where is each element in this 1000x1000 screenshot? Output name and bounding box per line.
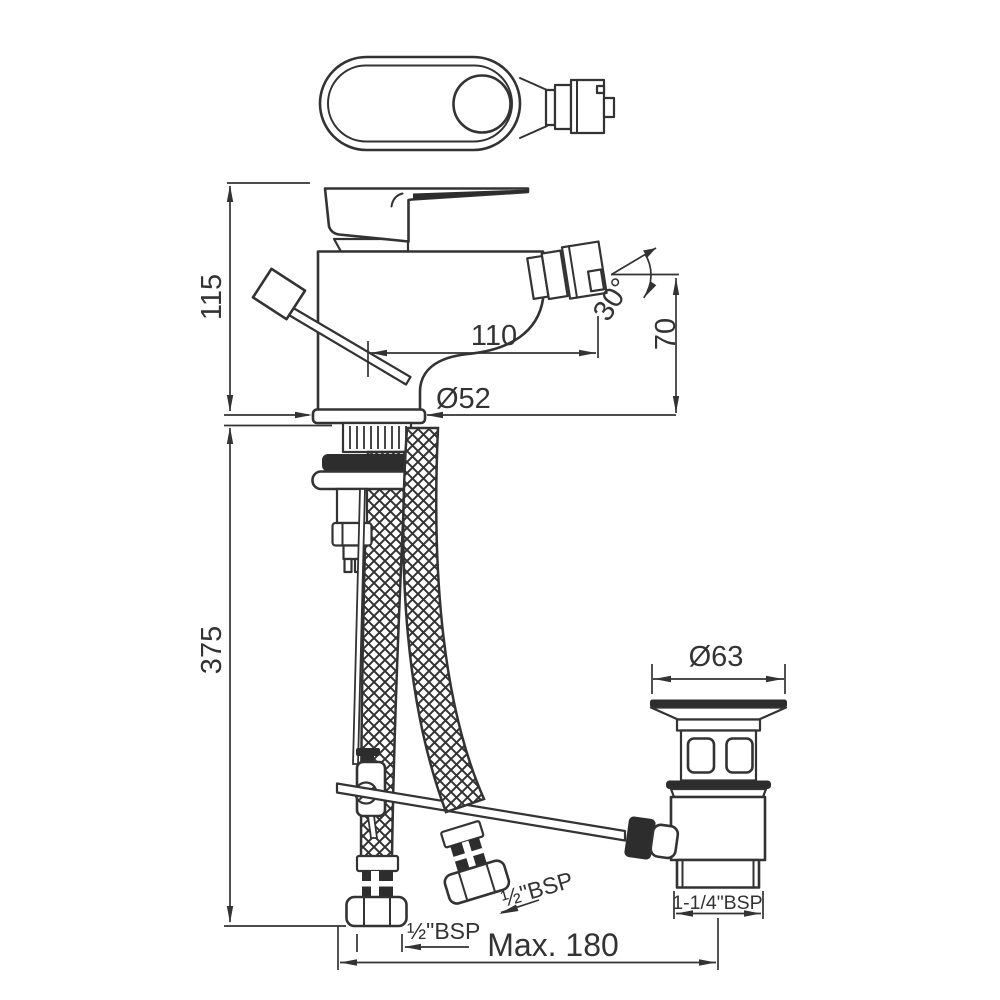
- base-plate: [311, 408, 427, 425]
- lever-fillet-line: [390, 192, 404, 208]
- arrow-70-top: [672, 278, 680, 295]
- fitting-rib-band: [362, 881, 393, 887]
- aerator-collar: [540, 249, 569, 301]
- tailpiece-thread-lines: [681, 859, 755, 889]
- waste-slot-right: [725, 737, 754, 774]
- hose-fitting-right: [440, 820, 511, 905]
- rod-ball-joint: [624, 816, 680, 860]
- arrow-angle-arc: [643, 281, 657, 298]
- handle-pivot-circle: [452, 74, 512, 134]
- aerator-side-view: [526, 240, 608, 301]
- arrow-hose-thread-left: [404, 943, 421, 951]
- shank-body: [341, 421, 413, 454]
- fitting-nut-facets: [457, 862, 497, 902]
- aerator-body-line: [567, 245, 578, 299]
- waste-top-flange: [650, 699, 787, 708]
- threaded-shank: [341, 421, 413, 454]
- waste-tailpiece: [675, 858, 761, 889]
- arrow-110-right: [579, 349, 596, 357]
- waste-slot-left: [686, 737, 716, 774]
- waste-rim: [675, 718, 762, 732]
- waste-cylinder: [669, 795, 767, 862]
- rubber-gasket: [322, 454, 413, 472]
- ball-joint-nut: [624, 816, 656, 860]
- dimension-annotations: 115 375 110 70 30° Ø52 Ø63 Max. 180 1-1/…: [196, 182, 786, 970]
- dim-label-d52: Ø52: [436, 383, 491, 415]
- dim-label-max180: Max. 180: [487, 927, 619, 963]
- pop-up-knob: [251, 267, 307, 321]
- lever-blade-shadow: [413, 189, 528, 200]
- ext-ticks-d63: [651, 664, 786, 694]
- fitting-collar: [355, 854, 400, 873]
- handle-inner-edge: [327, 64, 513, 143]
- faucet-body: [316, 250, 545, 413]
- arrow-max180-left: [340, 959, 357, 966]
- waste-flange-cone: [649, 706, 788, 721]
- clamp-top-stem: [362, 756, 374, 762]
- fitting-nut: [345, 895, 408, 928]
- ext-ticks-waste-thread: [673, 891, 764, 919]
- aerator-step: [595, 84, 606, 95]
- arrow-375-top: [226, 427, 234, 444]
- dim-label-hose-thread-left: ½"BSP: [407, 918, 480, 944]
- dim-label-hose-thread-right: ½"BSP: [498, 867, 576, 912]
- arrow-70-bottom: [672, 396, 680, 413]
- arrow-d52-left: [295, 411, 312, 419]
- aerator-outlet-tab: [602, 96, 616, 119]
- arrow-waste-thread-left: [676, 910, 693, 917]
- aerator-outlet-tab: [586, 268, 606, 293]
- ext-ticks-hose-thread: [356, 934, 403, 952]
- dim-label-115: 115: [196, 274, 228, 320]
- fitting-rib-band: [453, 848, 484, 862]
- pop-up-horizontal-rod: [335, 782, 627, 842]
- arrow-angle-line: [643, 248, 656, 258]
- ball-joint-cap: [649, 823, 680, 860]
- arrow-max180-right: [699, 959, 716, 966]
- aerator-neck: [544, 88, 557, 127]
- dim-label-waste-thread: 1-1/4"BSP: [672, 892, 762, 914]
- waste-seal-flange: [666, 780, 771, 789]
- dim-label-70: 70: [650, 318, 682, 350]
- knob-face: [251, 267, 307, 321]
- stud-prong-left: [343, 557, 353, 574]
- clamp-top-clip: [356, 748, 380, 756]
- arrow-375-bottom: [226, 906, 234, 923]
- pop-up-waste-assembly: [649, 699, 788, 889]
- dim-label-375: 375: [196, 626, 228, 674]
- side-view-faucet: [251, 187, 788, 928]
- arrow-d63-left: [654, 675, 671, 683]
- supply-hose-right: [402, 426, 486, 814]
- fitting-collar: [440, 820, 485, 849]
- arrow-115-bottom: [226, 395, 234, 412]
- arrow-d63-right: [766, 675, 783, 683]
- dim-label-d63: Ø63: [689, 641, 744, 673]
- arrow-110-left: [370, 349, 387, 357]
- arrow-hose-thread-right: [499, 904, 519, 914]
- stud-nut: [331, 521, 373, 547]
- arrow-waste-thread-right: [744, 910, 761, 917]
- aerator-cone-lines: [519, 77, 548, 139]
- top-view-handle: [318, 55, 616, 152]
- fitting-nut: [443, 859, 511, 905]
- arrow-115-top: [226, 185, 234, 202]
- dim-label-110: 110: [471, 320, 517, 352]
- clamp-lower-link: [366, 815, 379, 839]
- hose-fitting-left: [345, 854, 408, 928]
- aerator-collar: [553, 83, 573, 131]
- fitting-nut-facets: [363, 896, 391, 927]
- aerator-top-view: [519, 77, 616, 139]
- arrow-d52-right: [426, 411, 443, 419]
